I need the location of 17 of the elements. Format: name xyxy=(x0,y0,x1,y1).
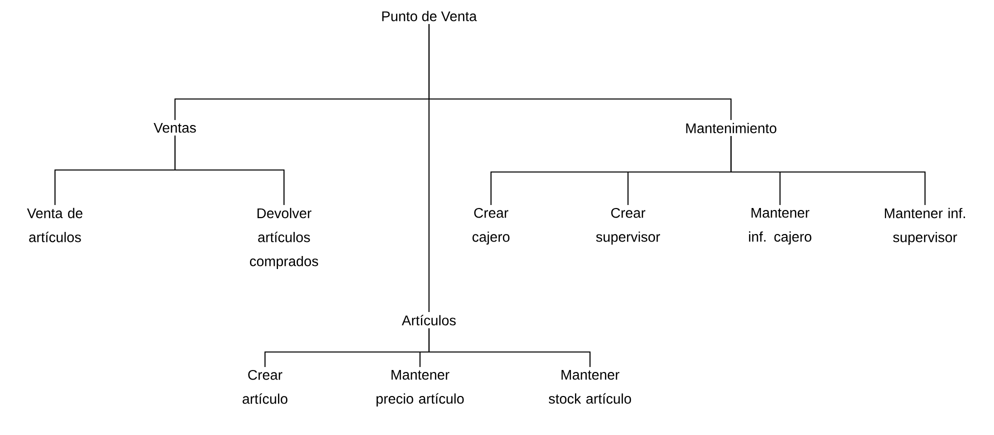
connector-line xyxy=(730,136,926,205)
connector-line xyxy=(428,24,430,312)
node-label: Mantener inf. supervisor xyxy=(884,208,965,245)
node-label: Crear cajero xyxy=(472,208,510,245)
node-label: Devolver artículos comprados xyxy=(250,208,318,269)
node-label: Punto de Venta xyxy=(382,10,477,22)
node-label: Mantener stock artículo xyxy=(548,370,632,404)
node-label: Mantener precio artículo xyxy=(376,370,464,406)
node-label: Crear artículo xyxy=(242,370,288,404)
node-label: Venta de artículos xyxy=(27,208,82,242)
node-label: Mantener inf. cajero xyxy=(749,208,812,244)
node-label: Artículos xyxy=(402,314,456,326)
node-label: Mantenimiento xyxy=(686,122,776,134)
node-label: Crear supervisor xyxy=(596,208,660,245)
connector-line xyxy=(428,328,591,367)
node-label: Ventas xyxy=(154,122,196,133)
connector-line xyxy=(174,136,285,205)
